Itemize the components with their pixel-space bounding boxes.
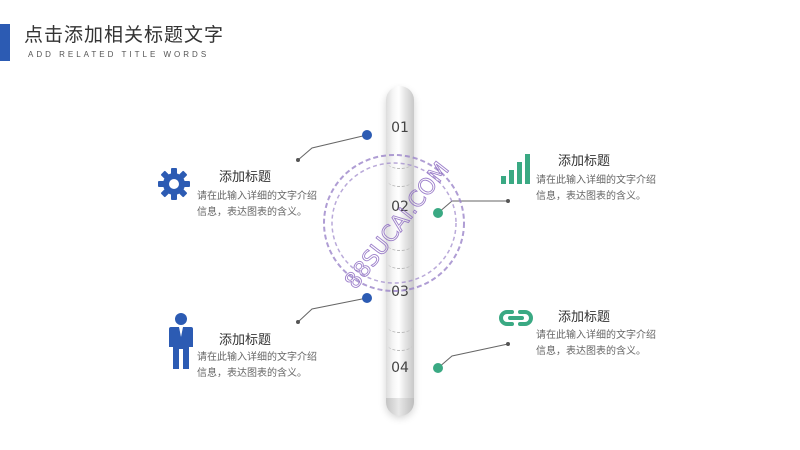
connector-line-03 [297,297,368,323]
item-2-description: 请在此输入详细的文字介绍 信息，表达图表的含义。 [536,173,686,205]
item-3-desc-line-2: 信息，表达图表的含义。 [197,368,307,379]
connector-dot-04 [433,363,443,373]
item-4-desc-line-2: 信息，表达图表的含义。 [536,346,646,357]
item-1-desc-line-2: 信息，表达图表的含义。 [197,207,307,218]
bar-chart-icon [501,154,530,184]
item-4-title: 添加标题 [558,310,611,325]
page-title: 点击添加相关标题文字 [24,24,225,46]
connector-end-dot-01 [296,158,300,162]
watermark-text: 88SUCAI.COM [340,158,454,294]
item-1-desc-line-1: 请在此输入详细的文字介绍 [197,191,317,202]
page-subtitle: ADD RELATED TITLE WORDS [28,50,210,59]
timeline-pillar-base [386,398,414,416]
pillar-segment [388,158,412,169]
connector-end-dot-03 [296,320,300,324]
timeline-number-04: 04 [391,360,409,376]
connector-dot-01 [362,130,372,140]
watermark-stamp: 88SUCAI.COM [323,154,465,294]
item-2-desc-line-2: 信息，表达图表的含义。 [536,191,646,202]
connector-end-dot-02 [506,199,510,203]
person-icon [169,313,193,369]
connector-end-dot-04 [506,342,510,346]
timeline-number-02: 02 [391,199,409,215]
connector-line-01 [297,134,368,161]
item-3-desc-line-1: 请在此输入详细的文字介绍 [197,352,317,363]
connector-dot-03 [362,293,372,303]
item-2-title: 添加标题 [558,154,611,169]
watermark-ring-outer [323,154,465,292]
timeline-number-03: 03 [391,284,409,300]
item-1-title: 添加标题 [219,170,272,185]
connector-line-04 [437,343,509,369]
item-4-desc-line-1: 请在此输入详细的文字介绍 [536,330,656,341]
item-1-description: 请在此输入详细的文字介绍 信息，表达图表的含义。 [197,189,347,221]
pillar-segment [388,258,412,269]
title-accent-bar [0,24,10,61]
connector-dot-02 [433,208,443,218]
gear-icon [158,168,190,200]
item-3-description: 请在此输入详细的文字介绍 信息，表达图表的含义。 [197,350,347,382]
item-2-desc-line-1: 请在此输入详细的文字介绍 [536,175,656,186]
link-icon [499,310,533,326]
pillar-segment [388,340,412,351]
pillar-segment [388,322,412,333]
timeline-number-01: 01 [391,120,409,136]
pillar-segment [388,240,412,251]
watermark-ring-inner [331,162,457,284]
pillar-segment [388,176,412,187]
item-4-description: 请在此输入详细的文字介绍 信息，表达图表的含义。 [536,328,686,360]
item-3-title: 添加标题 [219,333,272,348]
